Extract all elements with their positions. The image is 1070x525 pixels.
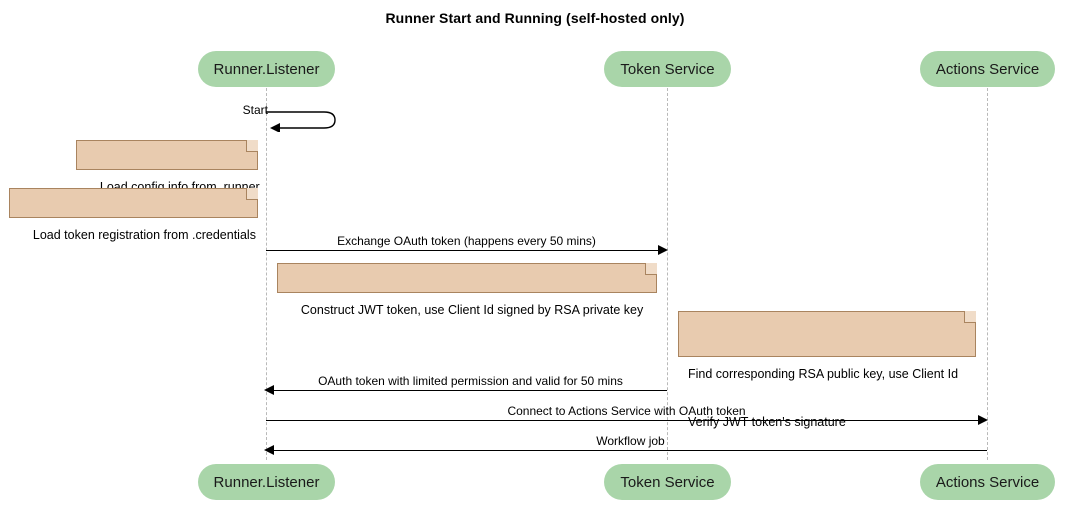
participant-label: Actions Service [935,473,1040,491]
participant-runner-listener-bottom[interactable]: Runner.Listener [198,464,335,500]
note-verify-jwt: Find corresponding RSA public key, use C… [678,311,976,429]
participant-label: Runner.Listener [213,473,320,491]
arrowhead-left-icon [264,385,274,395]
participant-label: Token Service [620,60,715,78]
note-load-token-registration: Load token registration from .credential… [9,188,258,242]
message-line-workflow-job [274,450,987,451]
note-text-line-1: Find corresponding RSA public key, use C… [688,367,959,381]
diagram-title: Runner Start and Running (self-hosted on… [385,10,685,26]
arrowhead-right-icon [978,415,988,425]
arrowhead-right-icon [658,245,668,255]
note-fold-corner-icon [964,311,976,323]
message-label-exchange-oauth: Exchange OAuth token (happens every 50 m… [337,234,596,248]
message-line-connect-actions [266,420,979,421]
note-fold-corner-icon [246,140,258,152]
message-line-oauth-return [274,390,667,391]
note-load-config: Load config info from .runner [76,140,260,194]
note-fold-corner-icon [645,263,657,275]
lifeline-runner [266,88,267,460]
note-text-line-2: Verify JWT token's signature [688,415,846,429]
participant-label: Actions Service [935,60,1040,78]
participant-actions-service-bottom[interactable]: Actions Service [920,464,1055,500]
participant-token-service-bottom[interactable]: Token Service [604,464,731,500]
participant-label: Token Service [620,473,715,491]
participant-actions-service[interactable]: Actions Service [920,51,1055,87]
message-line-exchange-oauth [266,250,659,251]
lifeline-actions [987,88,988,460]
lifeline-token [667,88,668,460]
note-text: Load token registration from .credential… [32,228,256,242]
participant-runner-listener[interactable]: Runner.Listener [198,51,335,87]
note-fold-corner-icon [246,188,258,200]
arrowhead-left-icon [264,445,274,455]
participant-label: Runner.Listener [213,60,320,78]
note-text: Construct JWT token, use Client Id signe… [300,303,644,317]
note-construct-jwt: Construct JWT token, use Client Id signe… [277,263,657,317]
participant-token-service[interactable]: Token Service [604,51,731,87]
message-label-workflow-job: Workflow job [596,434,665,448]
message-label-oauth-return: OAuth token with limited permission and … [318,374,623,388]
message-label-connect-actions: Connect to Actions Service with OAuth to… [507,404,746,418]
message-label-start: Start [242,103,268,117]
message-start-self-loop [266,108,346,132]
